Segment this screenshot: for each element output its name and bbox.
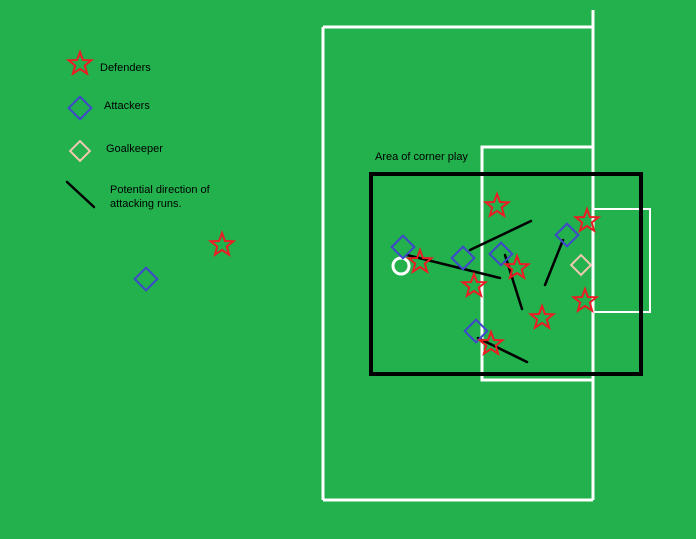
defender-marker xyxy=(572,206,602,234)
legend-label-runs-2: attacking runs. xyxy=(110,198,182,210)
goal-area-box xyxy=(593,208,651,313)
defender-marker xyxy=(527,303,557,331)
attacker-marker xyxy=(390,234,416,260)
goalkeeper-marker xyxy=(569,253,593,277)
attacker-marker xyxy=(133,266,159,292)
attacker-marker xyxy=(554,222,580,248)
corner-play-area xyxy=(369,172,643,376)
legend-run-icon xyxy=(65,180,96,209)
legend-goalkeeper-icon xyxy=(68,139,92,163)
corner-ball xyxy=(391,256,411,276)
run-line xyxy=(468,219,533,252)
defender-marker xyxy=(459,271,489,299)
defender-marker xyxy=(482,191,512,219)
defender-marker xyxy=(502,253,532,281)
defender-marker xyxy=(405,247,435,275)
run-line xyxy=(543,238,565,287)
pitch-markings xyxy=(321,10,595,502)
defender-marker xyxy=(476,329,506,357)
legend xyxy=(65,49,96,209)
legend-attacker-icon xyxy=(67,95,93,121)
legend-label-goalkeeper: Goalkeeper xyxy=(106,143,163,155)
attacker-marker xyxy=(450,245,476,271)
attacking-runs xyxy=(405,219,565,364)
legend-label-attackers: Attackers xyxy=(104,100,150,112)
defender-marker xyxy=(570,286,600,314)
legend-defender-icon xyxy=(65,49,95,77)
penalty-box xyxy=(480,145,593,382)
run-line xyxy=(476,336,529,364)
corner-play-area-label: Area of corner play xyxy=(375,151,468,163)
attackers xyxy=(133,222,580,344)
legend-label-defenders: Defenders xyxy=(100,62,151,74)
defenders xyxy=(207,191,602,357)
attacker-marker xyxy=(463,318,489,344)
legend-label-runs-1: Potential direction of xyxy=(110,184,210,196)
defender-marker xyxy=(207,230,237,258)
attacker-marker xyxy=(488,241,514,267)
